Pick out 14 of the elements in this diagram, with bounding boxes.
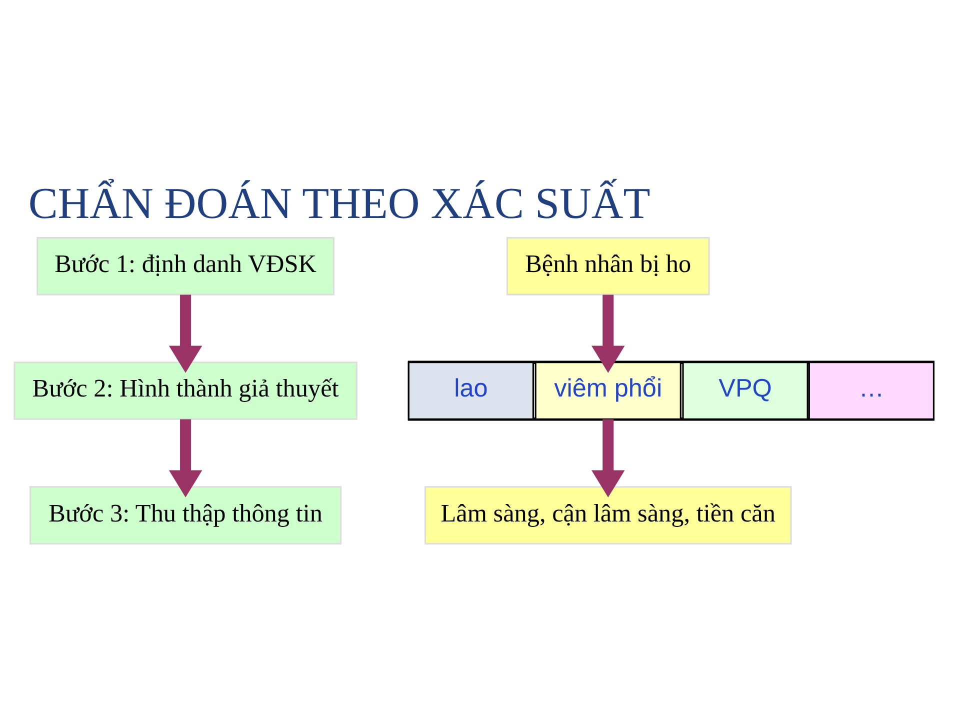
arrow (168, 419, 202, 498)
diagram-title: CHẨN ĐOÁN THEO XÁC SUẤT (28, 178, 650, 228)
node-box: Bước 2: Hình thành giả thuyết (14, 362, 358, 420)
arrow (168, 294, 202, 373)
arrow (592, 419, 625, 498)
node-box: Bước 3: Thu thập thông tin (29, 486, 342, 544)
node-box: Lâm sàng, cận lâm sàng, tiền căn (424, 486, 792, 544)
node-box: viêm phổi (534, 362, 682, 420)
node-box: Bệnh nhân bị ho (506, 237, 710, 296)
node-box: VPQ (682, 362, 808, 420)
node-box: Bước 1: định danh VĐSK (36, 237, 335, 296)
node-box: lao (408, 362, 534, 420)
node-box: … (808, 362, 934, 420)
arrow (592, 294, 625, 373)
